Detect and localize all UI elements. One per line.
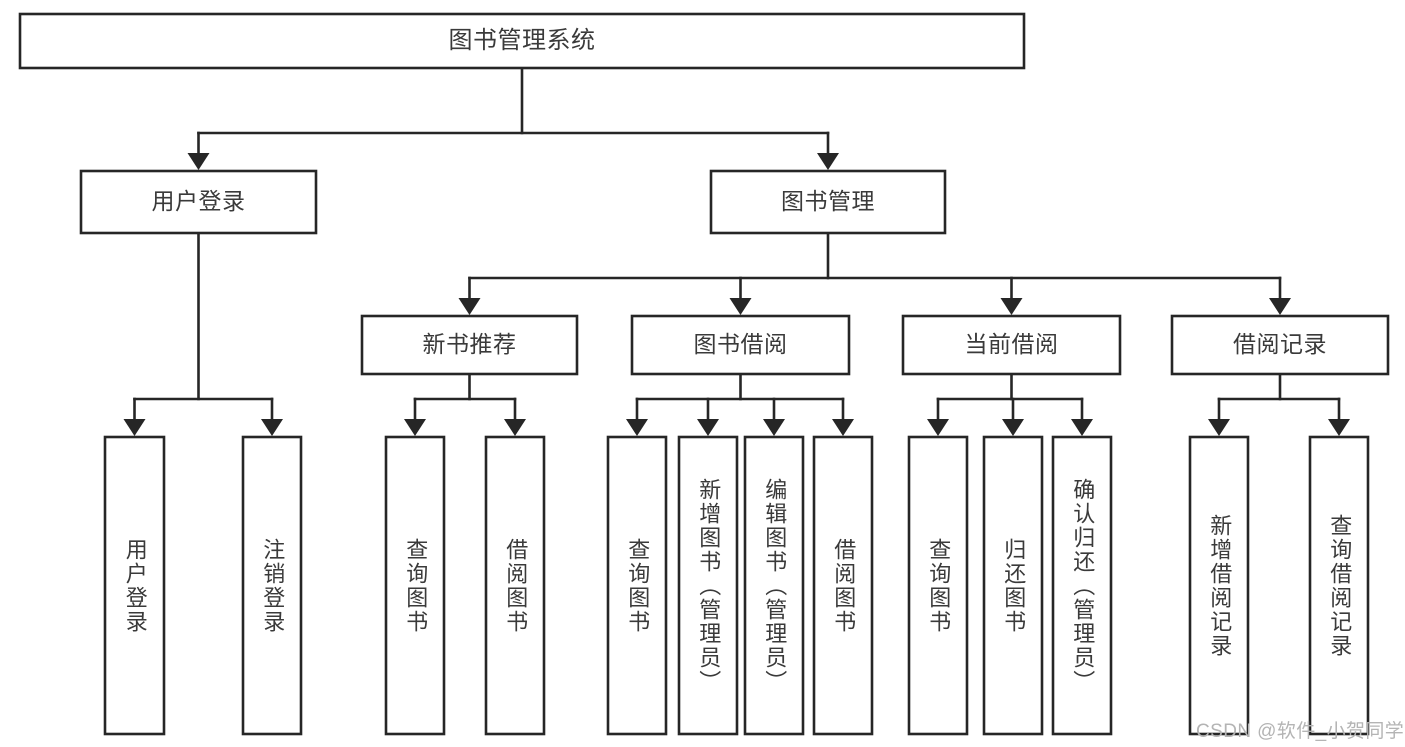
node-box-l-query-book-2[interactable] [606, 435, 668, 736]
edge-arrowhead [1071, 419, 1093, 436]
watermark-text: CSDN @软件_小贺同学 [1196, 721, 1405, 742]
node-box-root[interactable] [18, 12, 1026, 70]
node-box-n-new-book-rec[interactable] [360, 314, 579, 376]
edge-arrowhead [626, 419, 648, 436]
edge-arrowhead [404, 419, 426, 436]
node-box-l-confirm-return[interactable] [1051, 435, 1113, 736]
node-box-n-current-borrow[interactable] [901, 314, 1122, 376]
node-box-l-query-book-1[interactable] [384, 435, 446, 736]
node-box-l-user-login[interactable] [103, 435, 166, 736]
edge-arrowhead [1000, 298, 1023, 315]
edge-arrowhead [504, 419, 526, 436]
node-box-n-book-borrow[interactable] [630, 314, 851, 376]
node-box-n-user-login[interactable] [79, 169, 318, 235]
edge-arrowhead [817, 153, 839, 170]
node-box-l-edit-book[interactable] [743, 435, 805, 736]
node-box-l-borrow-book-1[interactable] [484, 435, 546, 736]
node-box-l-logout[interactable] [241, 435, 303, 736]
edge-arrowhead [458, 298, 481, 315]
node-box-l-return-book[interactable] [982, 435, 1044, 736]
edge-arrowhead [261, 419, 283, 436]
edge-arrowhead [1208, 419, 1230, 436]
edge-arrowhead [763, 419, 785, 436]
node-box-n-book-mgmt[interactable] [709, 169, 947, 235]
node-box-l-add-book[interactable] [677, 435, 739, 736]
edges-layer [123, 66, 1350, 436]
edge-arrowhead [927, 419, 949, 436]
edge-arrowhead [123, 419, 146, 436]
edge-arrowhead [1269, 298, 1291, 315]
node-box-l-borrow-book-2[interactable] [812, 435, 874, 736]
edge-arrowhead [697, 419, 719, 436]
node-box-l-query-book-3[interactable] [907, 435, 969, 736]
edge-arrowhead [832, 419, 854, 436]
boxes-layer [18, 12, 1390, 736]
edge-arrowhead [1328, 419, 1350, 436]
edge-arrowhead [729, 298, 752, 315]
node-box-l-query-record[interactable] [1308, 435, 1370, 736]
node-box-l-add-record[interactable] [1188, 435, 1250, 736]
edge-arrowhead [1002, 419, 1024, 436]
edge-arrowhead [187, 153, 210, 170]
node-box-n-borrow-record[interactable] [1170, 314, 1390, 376]
